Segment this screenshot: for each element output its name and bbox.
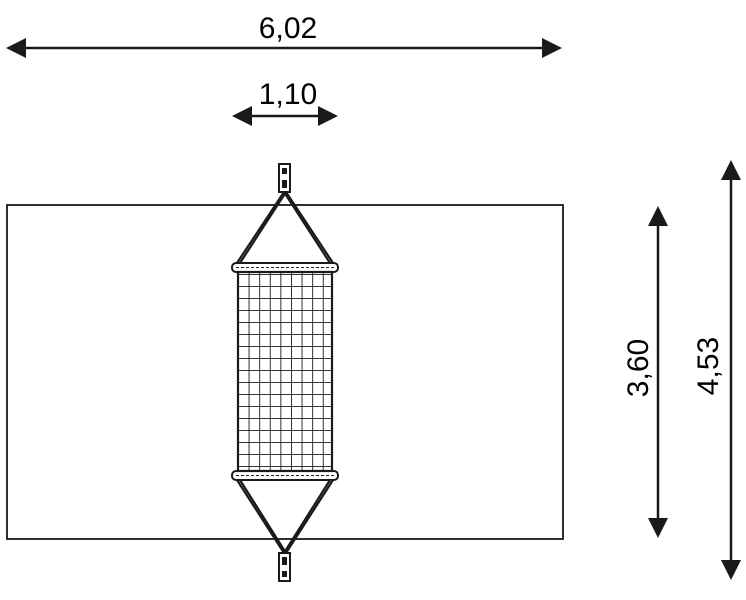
safety-area-outline <box>6 204 564 540</box>
top-spreader-bar <box>231 262 339 273</box>
overall-length-arrowhead-bottom <box>721 560 741 580</box>
hammock-net <box>236 270 334 473</box>
top-anchor-post <box>278 163 291 193</box>
overall-width-arrowhead-right <box>542 38 562 58</box>
safety-length-label: 3,60 <box>622 339 655 397</box>
bottom-suspension-ropes <box>236 479 334 554</box>
overall-length-label: 4,53 <box>692 337 725 395</box>
safety-length-dimension: 3,60 <box>622 206 668 538</box>
bottom-spreader-bar <box>231 470 339 481</box>
net-width-arrowhead-left <box>232 106 252 126</box>
overall-length-arrowhead-top <box>721 160 741 180</box>
bottom-anchor-post <box>278 552 291 582</box>
net-width-arrowhead-right <box>318 106 338 126</box>
net-width-label: 1,10 <box>259 78 317 111</box>
overall-length-dimension: 4,53 <box>692 160 741 580</box>
overall-width-arrowhead-left <box>6 38 26 58</box>
safety-length-arrowhead-top <box>648 206 668 226</box>
safety-length-arrowhead-bottom <box>648 518 668 538</box>
hammock <box>231 163 339 582</box>
overall-width-label: 6,02 <box>259 12 317 45</box>
overall-width-dimension: 6,02 <box>6 12 562 58</box>
net-width-dimension: 1,10 <box>232 78 338 126</box>
top-suspension-ropes <box>236 191 334 264</box>
